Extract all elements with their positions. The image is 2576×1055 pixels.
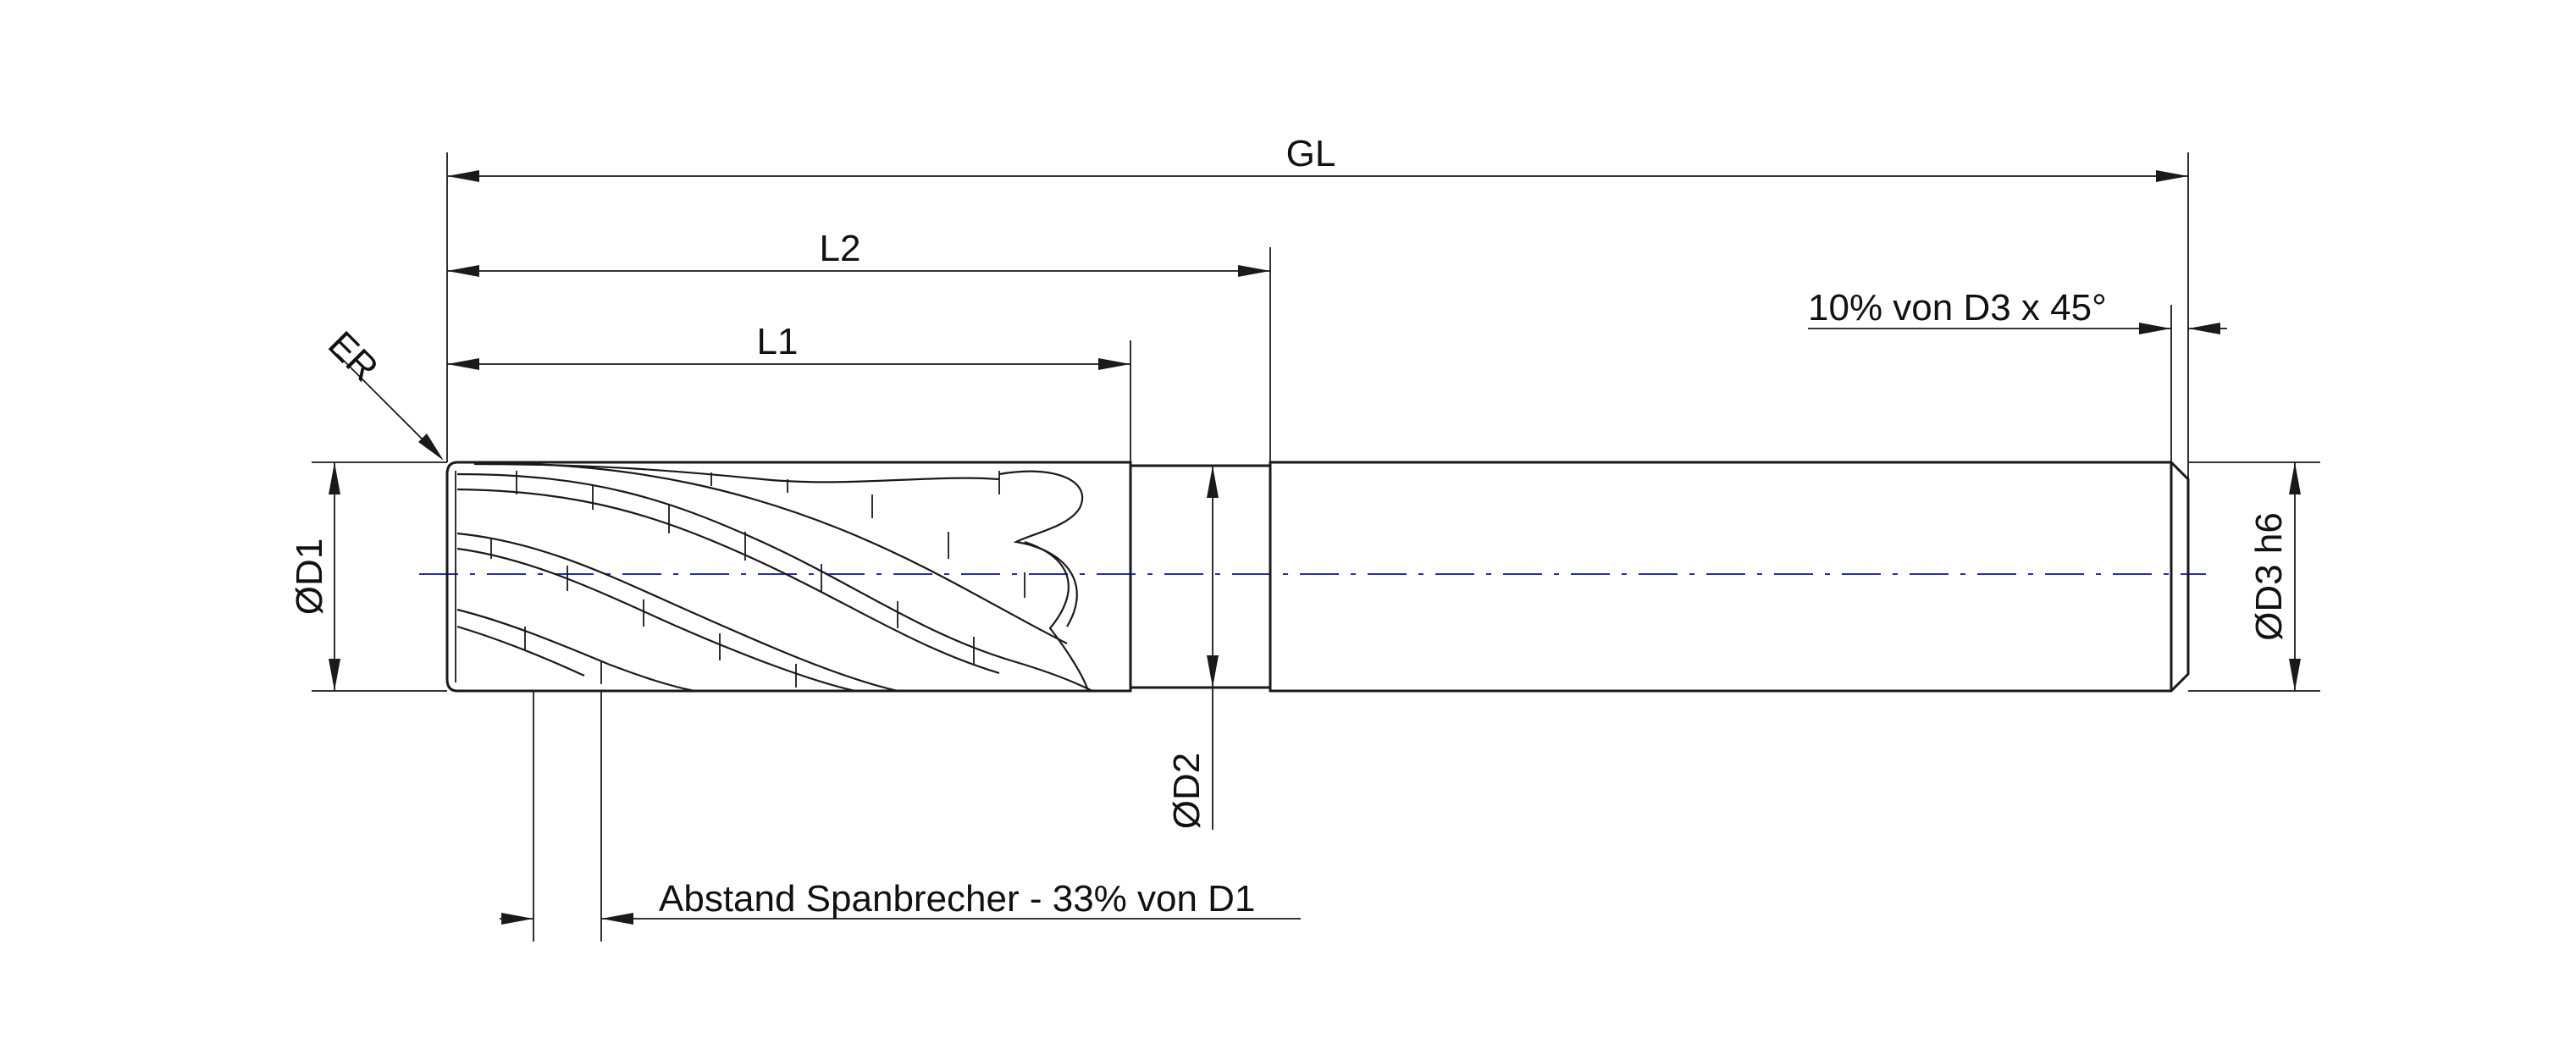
er-label: ER xyxy=(320,323,386,389)
chamfer-label: 10% von D3 x 45° xyxy=(1808,287,2107,329)
d1-dimension: ØD1 xyxy=(289,462,340,691)
flute-runout xyxy=(998,470,1084,627)
l2-dimension: L2 xyxy=(447,228,1270,277)
er-leader: ER xyxy=(320,323,444,461)
chipbreaker-dimension: Abstand Spanbrecher - 33% von D1 xyxy=(500,691,1301,942)
flutes xyxy=(456,462,1093,693)
chipbreaker-label: Abstand Spanbrecher - 33% von D1 xyxy=(659,878,1255,920)
l2-label: L2 xyxy=(820,228,861,269)
d3-dimension: ØD3 h6 xyxy=(2248,462,2301,691)
gl-label: GL xyxy=(1286,133,1336,174)
tool-body xyxy=(445,461,2190,693)
d2-label: ØD2 xyxy=(1166,753,1208,829)
d3-label: ØD3 h6 xyxy=(2248,512,2290,641)
neck-outline xyxy=(1130,464,1270,689)
shank-outline xyxy=(1269,461,2190,693)
cutting-section-outline xyxy=(445,461,1132,693)
chip-breaker-marks xyxy=(490,471,1025,688)
d1-label: ØD1 xyxy=(289,539,330,615)
l1-label: L1 xyxy=(757,321,799,362)
gl-dimension: GL xyxy=(447,133,2188,182)
l1-dimension: L1 xyxy=(447,321,1130,370)
d2-dimension: ØD2 xyxy=(1166,466,1219,830)
chamfer-callout: 10% von D3 x 45° xyxy=(1808,287,2227,334)
